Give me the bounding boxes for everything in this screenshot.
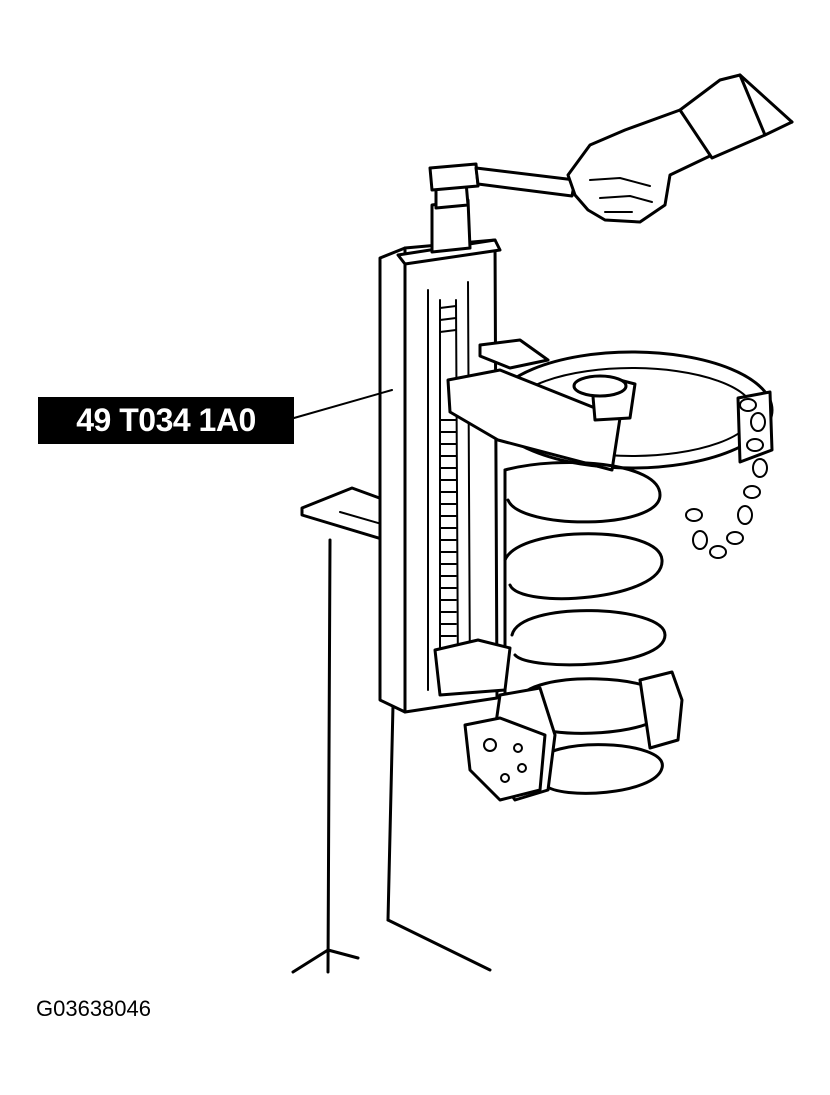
upper-spring-plate: [446, 338, 774, 472]
callout-leader-line: [293, 389, 393, 419]
lower-clamp: [433, 638, 684, 802]
safety-chain: [685, 398, 768, 559]
hand: [566, 73, 794, 224]
workbench-stand: [291, 486, 492, 974]
figure-id-label: G03638046: [36, 996, 151, 1021]
ratchet-wrench: [428, 162, 577, 254]
tool-number-callout: 49 T034 1A0: [38, 397, 294, 444]
